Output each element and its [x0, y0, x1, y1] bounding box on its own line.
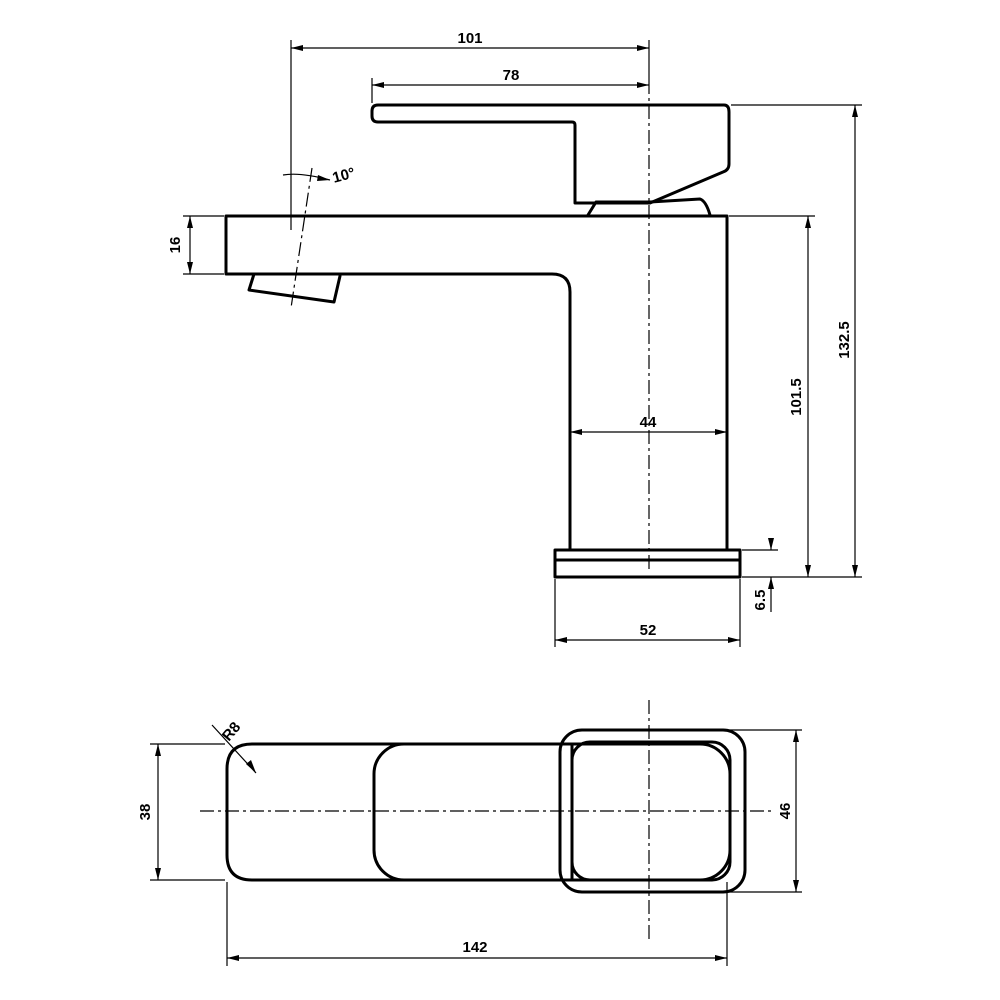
- dim-body-width-label: 44: [640, 414, 657, 431]
- dim-overall-reach: 101: [290, 30, 650, 230]
- dim-base-depth: 46: [722, 729, 802, 893]
- dim-base-thickness-label: 6.5: [752, 590, 769, 611]
- dim-spout-width: 38: [137, 743, 225, 881]
- dim-base-thickness: 6.5: [742, 538, 778, 612]
- aerator-axis: [290, 167, 313, 309]
- dim-overall-length: 142: [226, 882, 728, 966]
- dim-base-width-label: 52: [640, 622, 657, 639]
- plan-lever: [372, 742, 732, 882]
- spout-body: [224, 214, 729, 552]
- dim-tilt-angle-label: 10°: [331, 165, 357, 187]
- dim-lever-length-label: 78: [503, 67, 520, 84]
- dim-spout-thickness: 16: [167, 215, 224, 275]
- dim-overall-length-label: 142: [462, 939, 487, 956]
- dim-corner-radius: R8: [211, 719, 257, 774]
- dim-total-height-label: 132.5: [836, 321, 853, 359]
- dim-base-width: 52: [554, 579, 741, 647]
- side-view: 101 78 10° 16: [167, 30, 862, 647]
- dim-corner-radius-label: R8: [219, 719, 244, 745]
- dim-lever-length: 78: [371, 67, 649, 103]
- aerator: [247, 272, 342, 304]
- dim-overall-reach-label: 101: [457, 30, 482, 47]
- lever-handle: [370, 103, 731, 205]
- plan-view: R8 38 46 142: [137, 700, 802, 966]
- base-plate: [553, 548, 742, 579]
- dim-body-width: 44: [570, 414, 727, 435]
- dim-spout-height: 101.5: [729, 215, 815, 578]
- dim-spout-thickness-label: 16: [167, 237, 184, 254]
- dim-base-depth-label: 46: [777, 803, 794, 820]
- cartridge-cap: [586, 197, 712, 217]
- dim-total-height: 132.5: [731, 104, 862, 578]
- dim-tilt-angle: 10°: [282, 165, 357, 187]
- plan-spout: [225, 742, 574, 882]
- dim-spout-height-label: 101.5: [788, 378, 805, 416]
- dim-spout-width-label: 38: [137, 804, 154, 821]
